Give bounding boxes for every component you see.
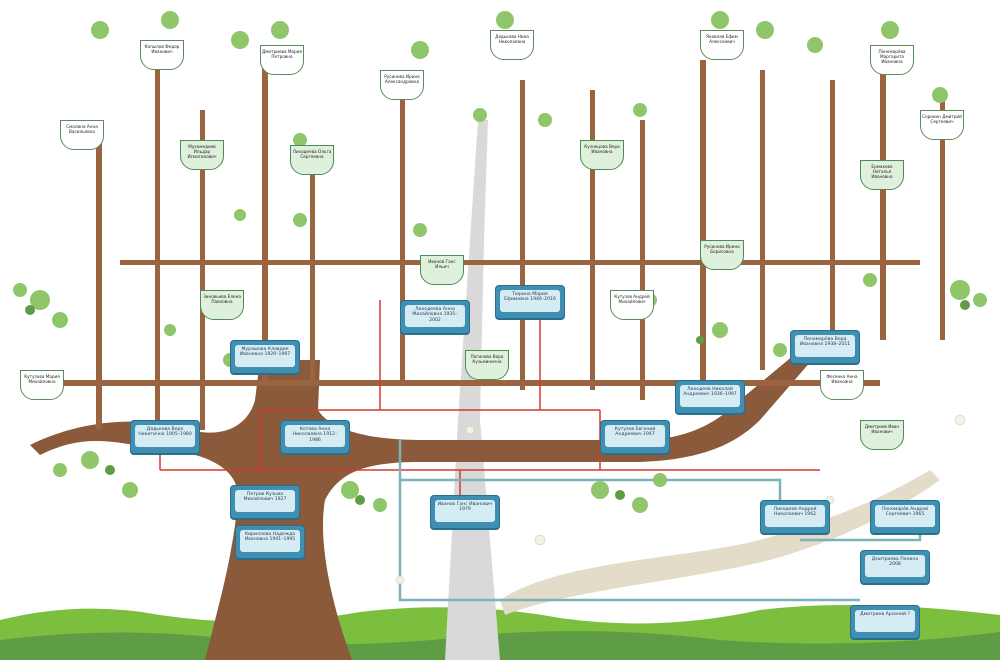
banner-text: Петров Кузьма Михайлович 1927 [243, 492, 287, 503]
person-name: Мухамедиев Ильдар Исмагилович [187, 144, 217, 159]
ancestor-banner: Дядькова Вера Никитична 1905–1980 [130, 420, 200, 454]
person-name: Дядькова Нина Николаевна [495, 34, 529, 44]
person-card: Копылов Федор Иванович [140, 40, 184, 70]
person-name: Сорокин Дмитрий Сергеевич [922, 114, 962, 124]
person-name: Копылов Федор Иванович [144, 44, 180, 54]
person-name: Смолина Анна Васильевна [66, 124, 98, 134]
person-card: Русинова Ирина Борисовна [700, 240, 744, 270]
ancestor-banner: Пономарёв Андрей Сергеевич 1965 [870, 500, 940, 534]
ancestor-banner: Дмитриева Полина 2008 [860, 550, 930, 584]
person-card: Дмитриев Иван Иванович [860, 420, 904, 450]
person-card: Русинова Ирина Александровна [380, 70, 424, 100]
banner-text: Дядькова Вера Никитична 1905–1980 [138, 427, 192, 438]
ancestor-banner: Кириллова Надежда Ивановна 1941–1995 [235, 525, 305, 559]
person-name: Иванов Ганс Ильич [428, 259, 456, 269]
person-name: Дмитриев Иван Иванович [864, 424, 900, 434]
ancestor-banner: Лиходеев Николай Андреевич 1936–1997 [675, 380, 745, 414]
banner-text: Лиходеева Анна Михайловна 1935–2002 [412, 307, 458, 323]
banner-text: Пономарёв Андрей Сергеевич 1965 [881, 507, 929, 518]
person-name: Кутузов Андрей Михайлович [614, 294, 650, 304]
ancestor-banner: Котова Анна Николаевна 1912–1986 [280, 420, 350, 454]
person-name: Русинова Ирина Александровна [384, 74, 420, 84]
person-name: Кузнецова Вера Ивановна [584, 144, 620, 154]
person-card: Сорокин Дмитрий Сергеевич [920, 110, 964, 140]
person-name: Логинова Вера Кузьминична [470, 354, 504, 364]
person-name: Лиходеева Ольга Сергеевна [292, 149, 332, 159]
person-name: Яковлев Ефим Алексеевич [706, 34, 738, 44]
banner-text: Тюрина Мария Ефимовна 1946–2016 [504, 292, 556, 303]
person-card: Кутузов Андрей Михайлович [610, 290, 654, 320]
person-card: Смолина Анна Васильевна [60, 120, 104, 150]
banner-text: Дмитриева Полина 2008 [871, 557, 919, 568]
person-card: Кутузова Мария Михайловна [20, 370, 64, 400]
ancestor-banner: Пономарёва Вера Ивановна 1938–2011 [790, 330, 860, 364]
banner-text: Лиходеев Николай Андреевич 1936–1997 [683, 387, 737, 398]
ancestor-banner: Иванов Ганс Иванович 1979 [430, 495, 500, 529]
person-card: Мухамедиев Ильдар Исмагилович [180, 140, 224, 170]
person-card: Зиновьева Елена Павловна [200, 290, 244, 320]
person-card: Ермакова Наталья Ивановна [860, 160, 904, 190]
banner-text: Дмитриев Арсений ? [860, 612, 910, 617]
person-name: Русинова Ирина Борисовна [704, 244, 740, 254]
person-name: Кутузова Мария Михайловна [24, 374, 60, 384]
person-card: Логинова Вера Кузьминична [465, 350, 509, 380]
ancestor-banner: Кутузов Евгений Андреевич 1947 [600, 420, 670, 454]
banner-text: Кутузов Евгений Андреевич 1947 [614, 427, 656, 438]
ancestor-banner: Лиходеев Андрей Николаевич 1962 [760, 500, 830, 534]
banner-text: Лиходеев Андрей Николаевич 1962 [773, 507, 817, 518]
person-card: Кузнецова Вера Ивановна [580, 140, 624, 170]
person-name: Дмитриева Мария Петровна [262, 49, 302, 59]
banner-text: Мурашова Клавдия Ивановна 1929–1997 [239, 347, 291, 358]
person-card: Дмитриева Мария Петровна [260, 45, 304, 75]
person-name: Фесенко Анна Ивановна [826, 374, 858, 384]
ancestor-banner: Тюрина Мария Ефимовна 1946–2016 [495, 285, 565, 319]
person-name: Зиновьева Елена Павловна [203, 294, 241, 304]
person-card: Дядькова Нина Николаевна [490, 30, 534, 60]
ancestor-banner: Лиходеева Анна Михайловна 1935–2002 [400, 300, 470, 334]
ancestor-banner: Дмитриев Арсений ? [850, 605, 920, 639]
banner-text: Иванов Ганс Иванович 1979 [437, 502, 493, 513]
ancestor-banner: Петров Кузьма Михайлович 1927 [230, 485, 300, 519]
person-card: Пономарёва Маргарита Ивановна [870, 45, 914, 75]
person-card: Яковлев Ефим Алексеевич [700, 30, 744, 60]
person-card: Иванов Ганс Ильич [420, 255, 464, 285]
person-card: Фесенко Анна Ивановна [820, 370, 864, 400]
ancestor-banner: Мурашова Клавдия Ивановна 1929–1997 [230, 340, 300, 374]
banner-text: Котова Анна Николаевна 1912–1986 [292, 427, 338, 443]
person-name: Пономарёва Маргарита Ивановна [878, 49, 906, 64]
banner-text: Кириллова Надежда Ивановна 1941–1995 [244, 532, 296, 543]
person-card: Лиходеева Ольга Сергеевна [290, 145, 334, 175]
banner-text: Пономарёва Вера Ивановна 1938–2011 [799, 337, 851, 348]
person-name: Ермакова Наталья Ивановна [871, 164, 893, 179]
